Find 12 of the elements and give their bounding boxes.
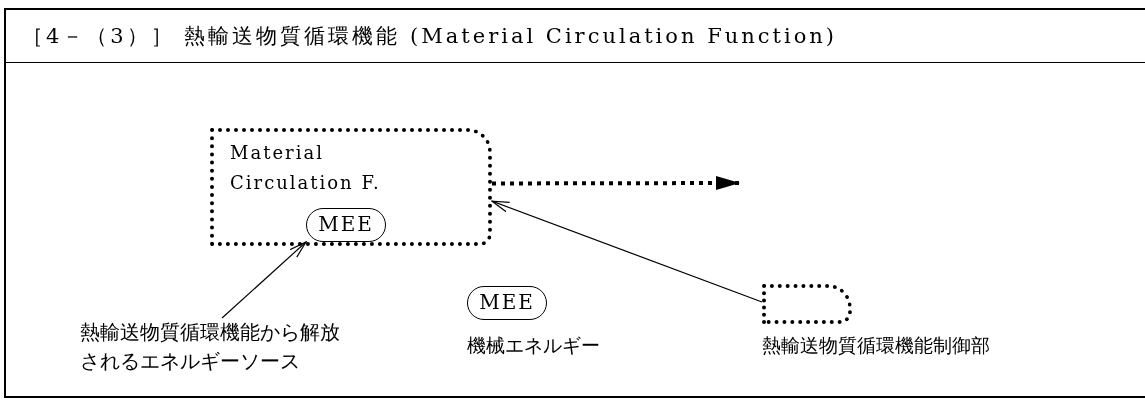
box-label: Material Circulation F. [230,141,382,195]
leader-line [491,200,763,303]
arrow [492,176,740,191]
title: ［4－（3）］ 熱輸送物質循環機能 (Material Circulation Function) [22,23,838,50]
callout-text: 熱輸送物質循環機能から解放されるエネルギーソース [80,318,348,378]
dotted-box [210,128,492,246]
dotted-box [762,284,852,324]
caption-text: 機械エネルギー [467,333,600,358]
caption-text: 熱輸送物質循環機能制御部 [762,333,990,358]
leader-line [221,241,307,319]
oval-label: MEE [467,286,547,320]
oval-label: MEE [306,208,386,242]
